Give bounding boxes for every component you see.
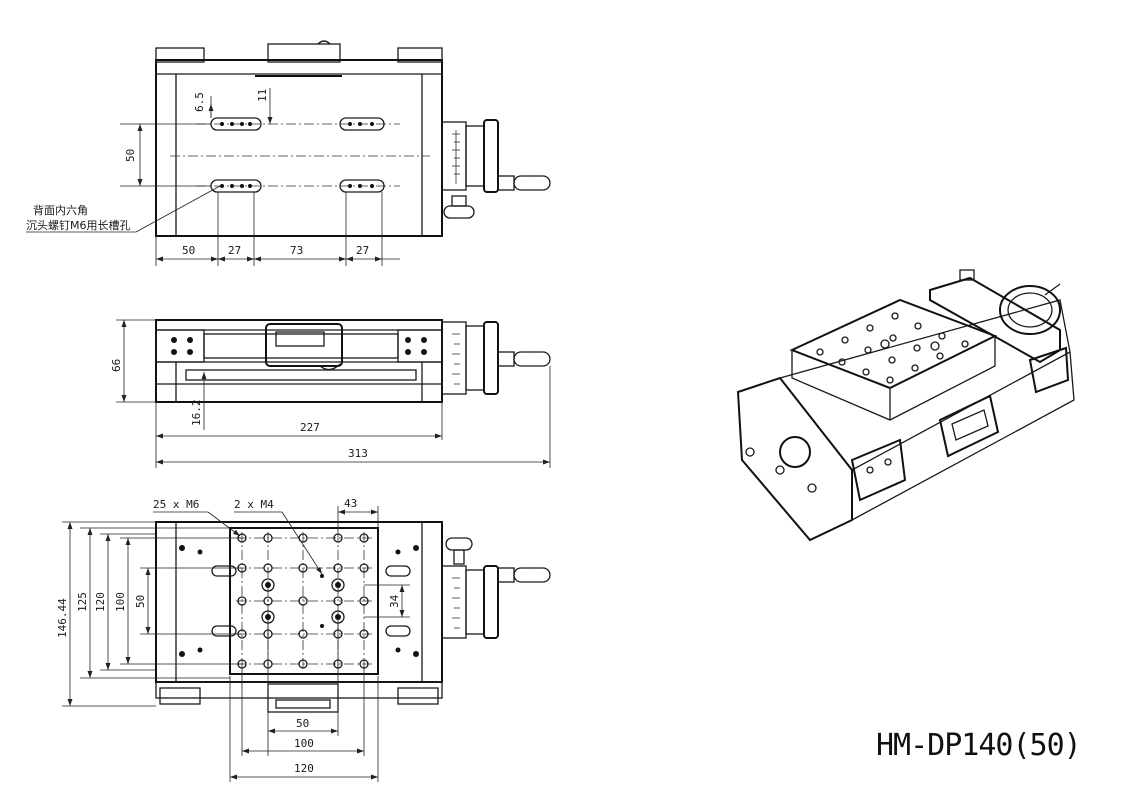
hole-label-m4: 2 x M4: [234, 498, 274, 511]
dim-34: 34: [388, 594, 401, 608]
isometric-view: [736, 269, 1075, 542]
dim-120: 120: [94, 592, 107, 612]
dim-slot-width: 6.5: [193, 92, 206, 112]
dim-125: 125: [76, 592, 89, 612]
dim-top-27b: 27: [356, 244, 369, 257]
dim-overall-length: 313: [348, 447, 368, 460]
dim-slot-offset: 11: [256, 89, 269, 102]
dim-height: 66: [110, 359, 123, 372]
dim-top-offset: 43: [344, 497, 357, 510]
dim-top-27a: 27: [228, 244, 241, 257]
hole-label-m6: 25 x M6: [153, 498, 199, 511]
model-title: HM-DP140(50): [876, 728, 1082, 763]
dim-top-73: 73: [290, 244, 303, 257]
dim-100: 100: [114, 592, 127, 612]
top-note-line1: 背面内六角: [33, 203, 88, 217]
dim-base-height: 16.2: [190, 400, 203, 427]
dim-50-v: 50: [134, 595, 147, 608]
bottom-view: 25 x M6 2 x M4 43 146.44 125 1: [56, 497, 551, 782]
dim-50-h: 50: [296, 717, 309, 730]
dim-slot-pitch: 50: [124, 149, 137, 162]
dim-body-length: 227: [300, 421, 320, 434]
dim-top-50: 50: [182, 244, 195, 257]
side-view: 66 16.2 227 313: [110, 319, 551, 468]
dim-120-h: 120: [294, 762, 314, 775]
dim-146-44: 146.44: [56, 598, 69, 638]
top-note-line2: 沉头螺钉M6用长槽孔: [26, 219, 131, 232]
dim-100-h: 100: [294, 737, 314, 750]
top-view: 背面内六角 沉头螺钉M6用长槽孔 50 6.5 11 50 27 73 27: [26, 40, 551, 266]
